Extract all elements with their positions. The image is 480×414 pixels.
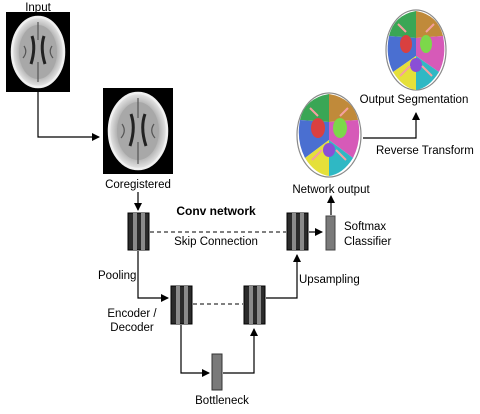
network-output-label: Network output bbox=[292, 184, 370, 196]
reverse-transform-label: Reverse Transform bbox=[376, 145, 474, 157]
coregistered-label: Coregistered bbox=[105, 179, 171, 191]
classifier-label: Classifier bbox=[344, 236, 391, 248]
coregistered-mri-image bbox=[103, 88, 173, 174]
decoder-label: Decoder bbox=[110, 322, 154, 334]
reverse-transform-arrow bbox=[363, 112, 420, 139]
softmax-block bbox=[325, 215, 336, 251]
arrow-from-bottleneck bbox=[223, 328, 258, 374]
encoder-label: Encoder / bbox=[107, 308, 157, 320]
decoder-block-top bbox=[286, 212, 309, 251]
upsampling-label: Upsampling bbox=[299, 274, 360, 286]
encoder-block-middle bbox=[170, 285, 193, 325]
softmax-label: Softmax bbox=[344, 221, 386, 233]
pooling-label: Pooling bbox=[98, 270, 136, 282]
input-label: Input bbox=[25, 2, 51, 14]
output-segmentation-label: Output Segmentation bbox=[360, 94, 469, 106]
skip-connection-label: Skip Connection bbox=[174, 236, 258, 248]
arrow-input-to-coregistered bbox=[37, 92, 100, 141]
arrow-to-bottleneck bbox=[180, 325, 210, 377]
bottleneck-block bbox=[211, 353, 223, 391]
bottleneck-label: Bottleneck bbox=[195, 395, 249, 407]
encoder-block-top bbox=[127, 212, 150, 251]
decoder-block-middle bbox=[243, 285, 266, 325]
conv-network-title: Conv network bbox=[176, 204, 256, 218]
network-output-segmentation-image bbox=[296, 92, 362, 178]
pooling-arrow bbox=[137, 251, 169, 302]
input-mri-image bbox=[6, 12, 70, 92]
output-segmentation-image bbox=[385, 9, 447, 91]
upsampling-arrow bbox=[266, 254, 301, 299]
